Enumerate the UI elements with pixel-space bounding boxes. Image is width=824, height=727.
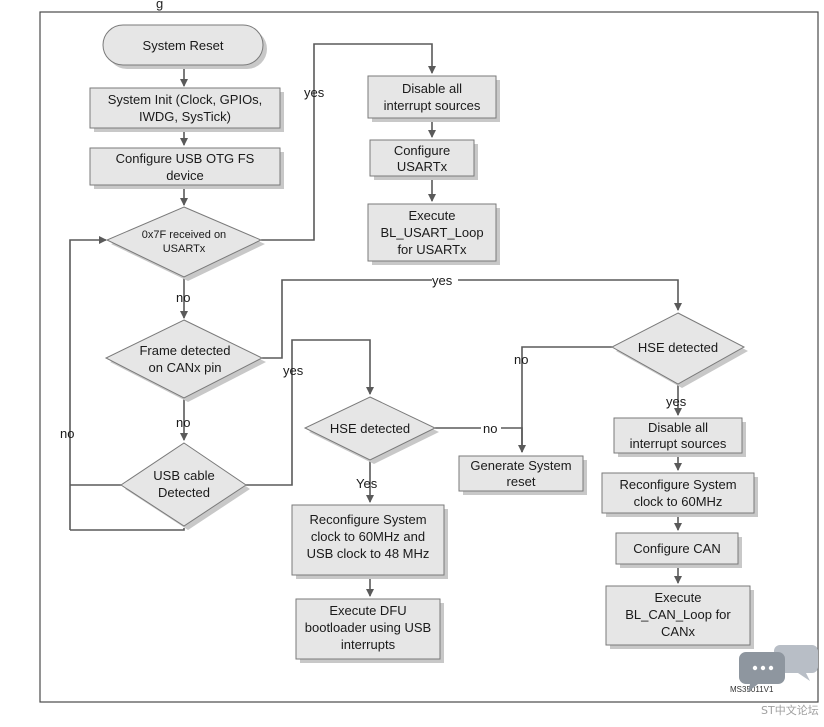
node-system-reset: System Reset	[102, 24, 267, 69]
decision-usart: 0x7F received on USARTx	[105, 206, 265, 281]
svg-text:HSE detected: HSE detected	[330, 421, 410, 436]
label-usart-no: no	[176, 290, 190, 305]
svg-text:Disable all: Disable all	[648, 420, 708, 435]
svg-text:device: device	[166, 168, 204, 183]
arrow-usart-yes	[261, 43, 436, 241]
svg-text:interrupt sources: interrupt sources	[384, 98, 481, 113]
label-can-yes: yes	[432, 273, 453, 288]
arrow-usb-no-bottom	[70, 528, 185, 531]
label-hse-usb-no: no	[483, 421, 497, 436]
svg-text:for USARTx: for USARTx	[397, 242, 467, 257]
label-hse-can-no: no	[514, 352, 528, 367]
svg-text:Frame detected: Frame detected	[139, 343, 230, 358]
svg-text:clock to 60MHz: clock to 60MHz	[634, 494, 723, 509]
label-usart-yes: yes	[304, 85, 325, 100]
label-usb-yes: yes	[283, 363, 304, 378]
node-execute-usart-loop: Execute BL_USART_Loop for USARTx	[367, 203, 500, 265]
node-execute-can-loop: Execute BL_CAN_Loop for CANx	[605, 585, 754, 649]
svg-text:Detected: Detected	[158, 485, 210, 500]
header-fragment: g	[156, 0, 163, 11]
watermark-logo-icon	[739, 645, 818, 692]
arrow-usb-no-loop	[69, 236, 121, 530]
node-generate-reset: Generate System reset	[458, 455, 587, 495]
node-configure-usb: Configure USB OTG FS device	[89, 147, 284, 189]
connectors	[69, 43, 682, 597]
arrow-usb-yes	[246, 339, 374, 486]
arrow-hse-can-no	[521, 346, 612, 452]
node-disable-interrupts-usart: Disable all interrupt sources	[367, 75, 500, 122]
node-configure-usart: Configure USARTx	[369, 139, 478, 180]
figure-id: MS35011V1	[730, 685, 774, 694]
decision-usb-cable: USB cable Detected	[120, 442, 250, 530]
svg-text:bootloader using USB: bootloader using USB	[305, 620, 431, 635]
svg-text:reset: reset	[507, 474, 536, 489]
svg-text:interrupts: interrupts	[341, 637, 396, 652]
decision-hse-usb: HSE detected	[303, 396, 439, 464]
svg-text:Generate System: Generate System	[470, 458, 571, 473]
svg-text:BL_USART_Loop: BL_USART_Loop	[380, 225, 483, 240]
svg-text:USARTx: USARTx	[397, 159, 448, 174]
svg-text:Execute: Execute	[655, 590, 702, 605]
arrow-frame-yes	[262, 279, 682, 359]
svg-text:Configure CAN: Configure CAN	[633, 541, 720, 556]
node-disable-interrupts-can: Disable all interrupt sources	[613, 417, 746, 457]
svg-text:Execute DFU: Execute DFU	[329, 603, 406, 618]
svg-text:Configure USB OTG FS: Configure USB OTG FS	[116, 151, 255, 166]
svg-text:CANx: CANx	[661, 624, 695, 639]
svg-text:on CANx pin: on CANx pin	[149, 360, 222, 375]
label-hse-usb-yes: Yes	[356, 476, 378, 491]
svg-text:Reconfigure System: Reconfigure System	[309, 512, 426, 527]
svg-text:interrupt sources: interrupt sources	[630, 436, 727, 451]
svg-text:Disable all: Disable all	[402, 81, 462, 96]
svg-text:System Reset: System Reset	[143, 38, 224, 53]
svg-text:clock to 60MHz and: clock to 60MHz and	[311, 529, 425, 544]
svg-text:Reconfigure System: Reconfigure System	[619, 477, 736, 492]
watermark-text: ST中文论坛	[761, 703, 819, 717]
svg-text:System Init (Clock, GPIOs,: System Init (Clock, GPIOs,	[108, 92, 263, 107]
svg-text:Configure: Configure	[394, 143, 450, 158]
svg-text:HSE detected: HSE detected	[638, 340, 718, 355]
edge-labels: yes no yes no yes no Yes no no yes	[60, 85, 687, 491]
svg-text:BL_CAN_Loop for: BL_CAN_Loop for	[625, 607, 731, 622]
decision-frame-can: Frame detected on CANx pin	[104, 319, 266, 402]
node-system-init: System Init (Clock, GPIOs, IWDG, SysTick…	[89, 87, 284, 132]
label-usb-no: no	[60, 426, 74, 441]
label-frame-no: no	[176, 415, 190, 430]
svg-text:USB clock to 48 MHz: USB clock to 48 MHz	[307, 546, 430, 561]
node-configure-can: Configure CAN	[615, 532, 742, 568]
svg-text:Execute: Execute	[409, 208, 456, 223]
svg-text:USB cable: USB cable	[153, 468, 214, 483]
node-execute-dfu: Execute DFU bootloader using USB interru…	[295, 598, 444, 663]
node-reconfigure-can: Reconfigure System clock to 60MHz	[601, 472, 758, 517]
label-hse-can-yes: yes	[666, 394, 687, 409]
svg-text:IWDG, SysTick): IWDG, SysTick)	[139, 109, 231, 124]
decision-hse-can: HSE detected	[610, 312, 748, 388]
node-reconfigure-usb: Reconfigure System clock to 60MHz and US…	[291, 504, 448, 579]
svg-text:0x7F received on: 0x7F received on	[142, 229, 226, 241]
svg-text:USARTx: USARTx	[163, 243, 206, 255]
